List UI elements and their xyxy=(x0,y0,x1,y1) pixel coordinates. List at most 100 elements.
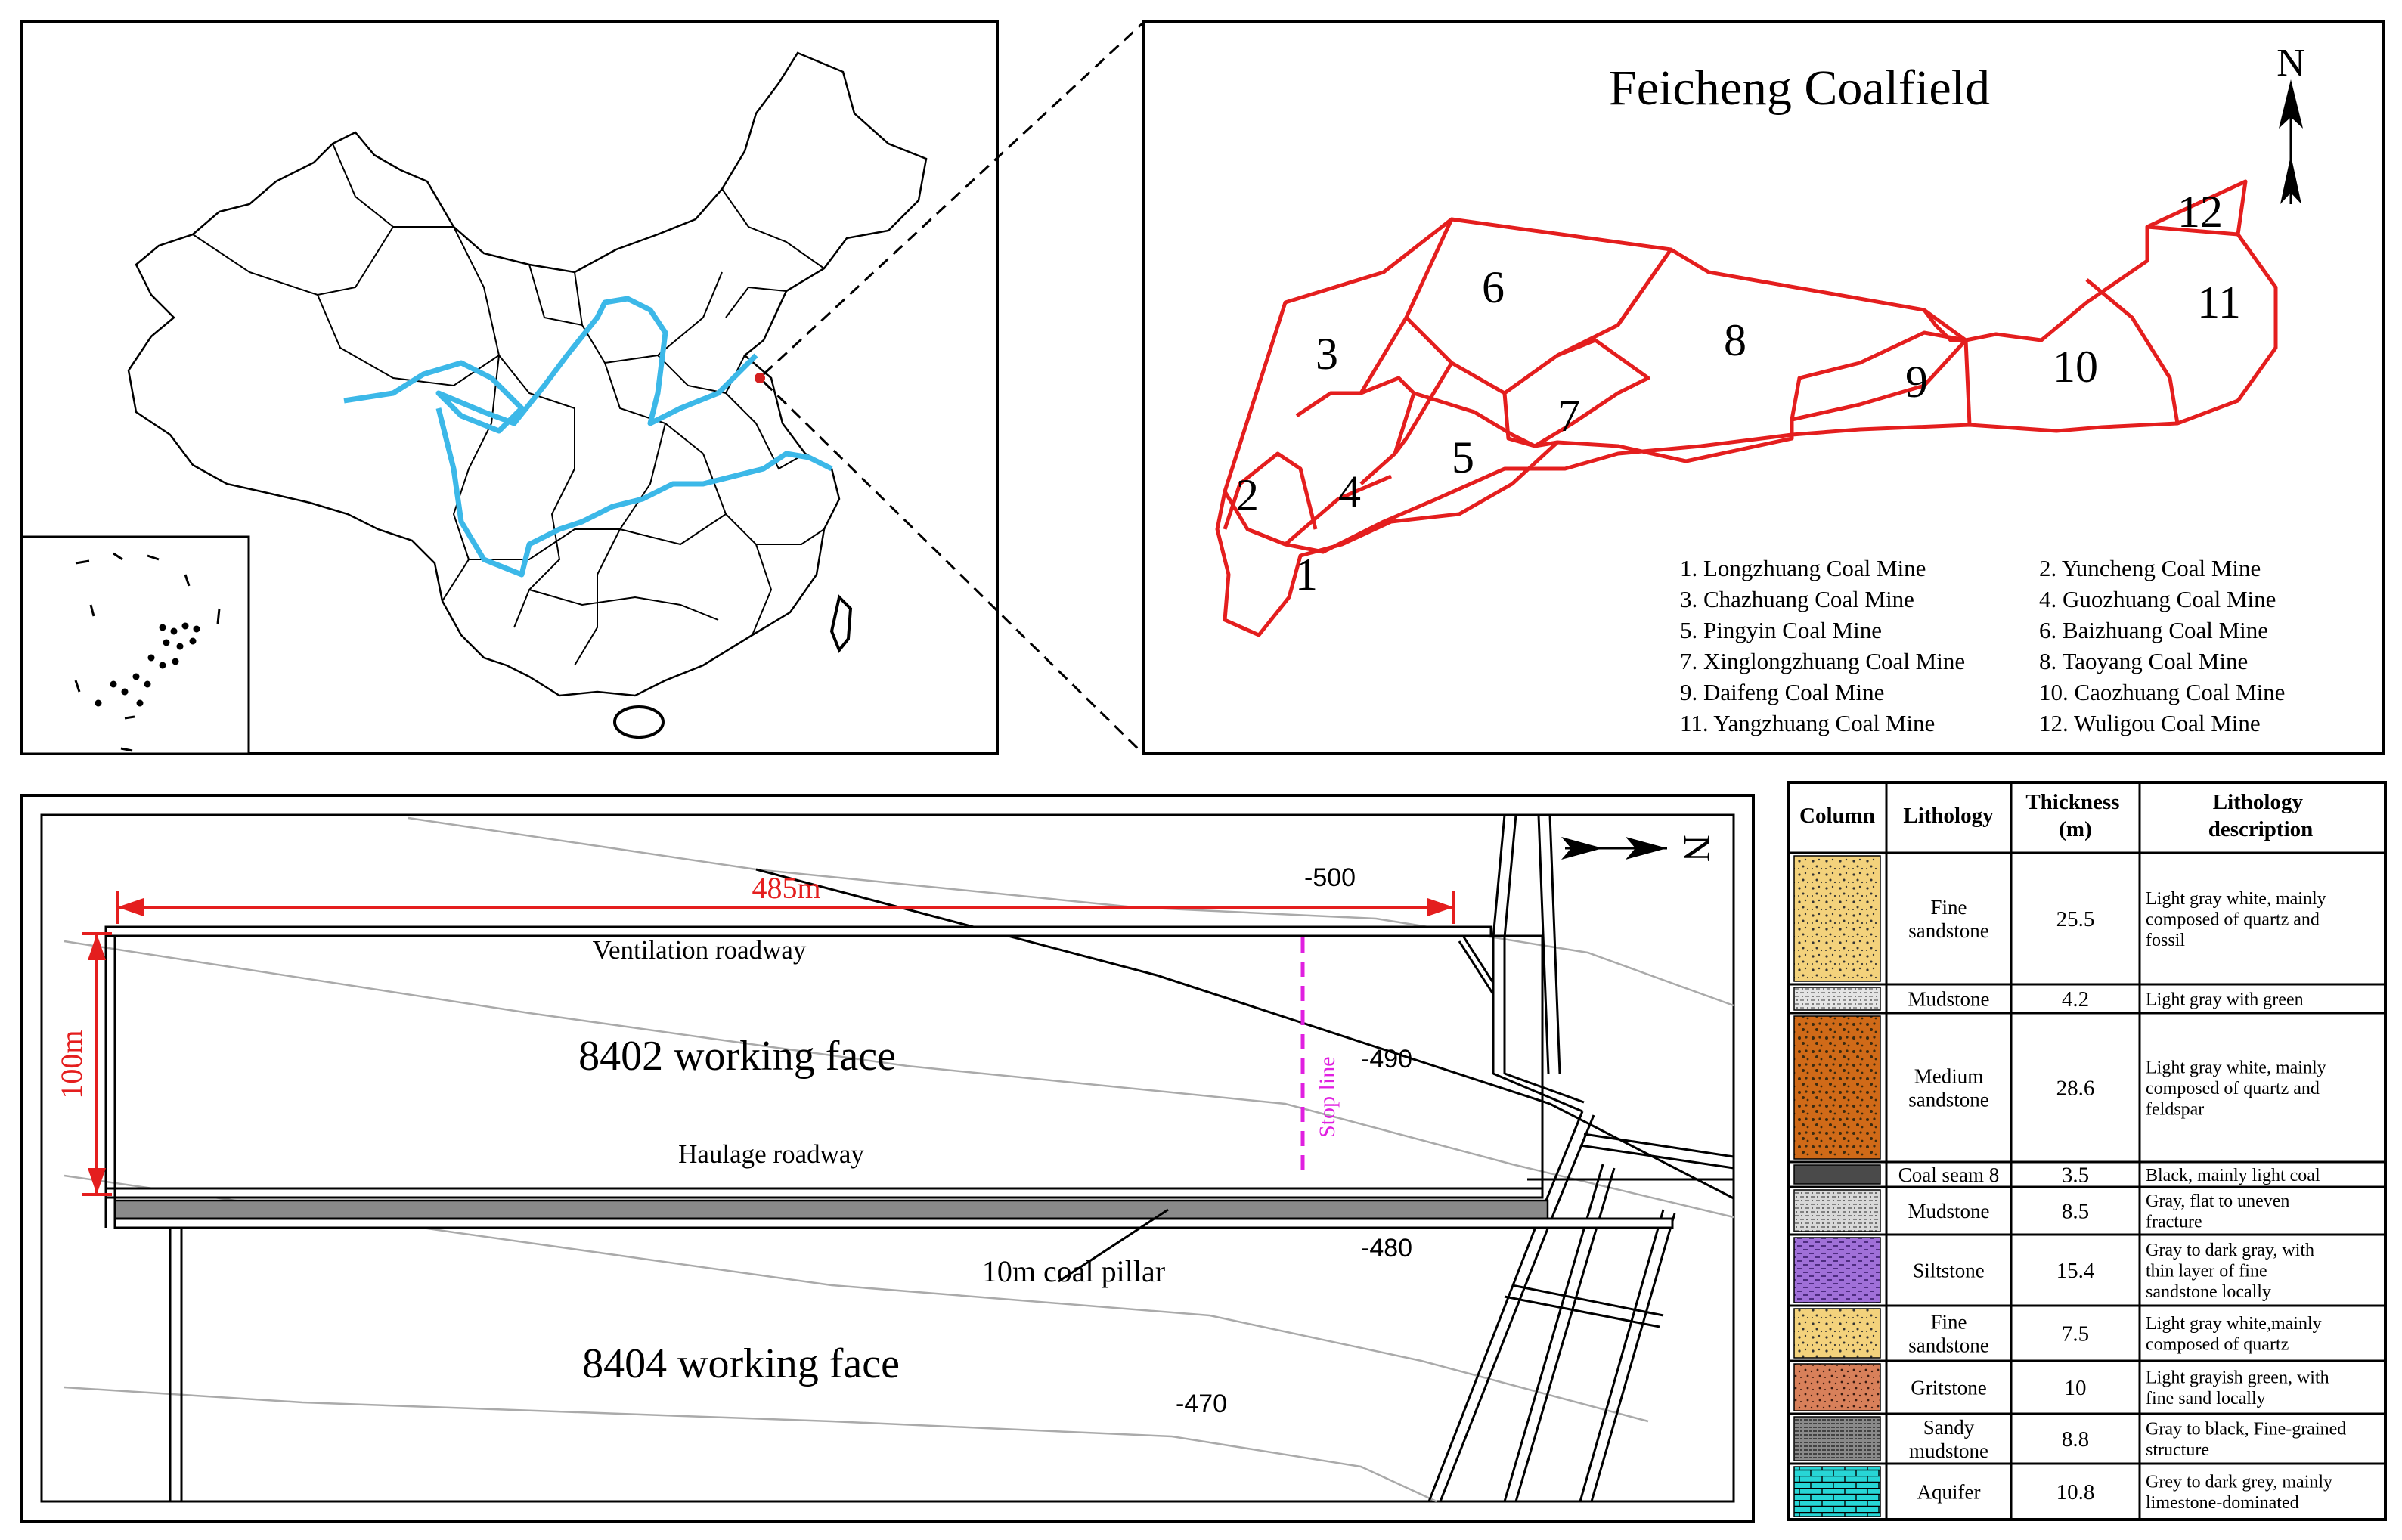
legend-item: 10. Caozhuang Coal Mine xyxy=(2039,679,2285,705)
legend-item: 5. Pingyin Coal Mine xyxy=(1680,617,1882,643)
strata-description: Light gray with green xyxy=(2146,990,2304,1009)
coal-pillar xyxy=(113,1199,1549,1222)
strata-lithology: Coal seam 8 xyxy=(1898,1164,1999,1186)
contour-labels: -500 -490 -480 -470 xyxy=(1176,863,1412,1418)
mine-number-12: 12 xyxy=(2177,187,2223,237)
coalfield-north-arrow: N xyxy=(2276,42,2305,204)
working-face-north-label: N xyxy=(1676,835,1719,862)
mine-number-11: 11 xyxy=(2197,277,2241,327)
mine-number-2: 2 xyxy=(1236,470,1259,520)
coal-pillar-leader xyxy=(1058,1208,1169,1283)
width-label: 100m xyxy=(54,1030,88,1098)
south-china-sea-inset xyxy=(20,535,250,755)
strata-grid xyxy=(1788,782,2385,1521)
contour-label-480: -480 xyxy=(1361,1234,1412,1263)
coal-pillar-label: 10m coal pillar xyxy=(982,1254,1165,1288)
north-arrow-icon xyxy=(2279,79,2303,129)
working-face-frame-inner xyxy=(40,813,1735,1503)
working-face-panel: -500 -490 -480 -470 xyxy=(20,794,1755,1523)
strata-thickness: 28.6 xyxy=(2056,1077,2095,1101)
roadway-network xyxy=(1427,814,1734,1502)
mine-legend: 1. Longzhuang Coal Mine 2. Yuncheng Coal… xyxy=(1680,555,2285,736)
length-label: 485m xyxy=(752,871,820,905)
callout-line-bottom xyxy=(762,380,1145,755)
strata-thickness: 25.5 xyxy=(2056,907,2095,931)
strata-table: Column Lithology Thickness (m) Lithology… xyxy=(1787,781,2387,1521)
mine-number-7: 7 xyxy=(1557,391,1580,441)
working-face-north-arrow: N xyxy=(1561,835,1719,862)
strata-table-header: Column Lithology Thickness (m) Lithology… xyxy=(1799,790,2313,841)
legend-item: 2. Yuncheng Coal Mine xyxy=(2039,555,2261,581)
strata-column-swatch xyxy=(1793,1466,1881,1517)
strata-column-swatch xyxy=(1793,1015,1881,1160)
mine-number-3: 3 xyxy=(1316,329,1338,379)
mine-number-1: 1 xyxy=(1295,550,1318,600)
legend-item: 11. Yangzhuang Coal Mine xyxy=(1680,710,1935,736)
working-face-frame-outer xyxy=(20,794,1755,1523)
strata-lithology: Siltstone xyxy=(1913,1259,1985,1281)
strata-lithology: Mudstone xyxy=(1908,987,1990,1010)
header-lithology: Lithology xyxy=(1903,804,1994,828)
haulage-roadway-label: Haulage roadway xyxy=(678,1139,864,1169)
coalfield-frame xyxy=(1142,20,2385,755)
length-dimension xyxy=(116,891,1455,924)
contour-label-470: -470 xyxy=(1176,1390,1227,1418)
contour-label-500: -500 xyxy=(1304,863,1356,892)
strata-lithology: Gritstone xyxy=(1911,1376,1987,1399)
legend-item: 12. Wuligou Coal Mine xyxy=(2039,710,2261,736)
legend-item: 6. Baizhuang Coal Mine xyxy=(2039,617,2268,643)
strata-column-swatch xyxy=(1793,855,1881,982)
working-face-8402-label: 8402 working face xyxy=(578,1033,896,1080)
strata-column-swatch xyxy=(1793,1416,1881,1461)
strata-thickness: 10 xyxy=(2065,1376,2087,1400)
legend-item: 8. Taoyang Coal Mine xyxy=(2039,648,2248,674)
contour-label-490: -490 xyxy=(1361,1045,1412,1074)
province-borders xyxy=(192,143,825,666)
header-description: Lithology description xyxy=(2208,790,2314,841)
strata-column-swatch xyxy=(1793,1237,1881,1303)
stop-line-label: Stop line xyxy=(1315,1056,1340,1138)
callout-line-top xyxy=(762,21,1145,376)
adjacent-roadway xyxy=(113,1217,1674,1229)
strata-thickness: 8.8 xyxy=(2062,1427,2089,1452)
strata-lithology: Aquifer xyxy=(1917,1480,1981,1503)
geological-fault-line xyxy=(755,868,1734,1200)
yellow-river xyxy=(343,296,758,434)
strata-table-frame xyxy=(1787,781,2387,1521)
coalfield-title: Feicheng Coalfield xyxy=(1609,60,1990,116)
strata-thickness: 3.5 xyxy=(2062,1164,2089,1188)
legend-item: 1. Longzhuang Coal Mine xyxy=(1680,555,1926,581)
strata-thickness: 15.4 xyxy=(2056,1259,2095,1283)
width-dimension xyxy=(82,932,112,1196)
mine-number-5: 5 xyxy=(1452,432,1474,482)
strata-thickness: 8.5 xyxy=(2062,1200,2089,1224)
legend-item: 3. Chazhuang Coal Mine xyxy=(1680,586,1914,612)
strata-description: Black, mainly light coal xyxy=(2146,1166,2320,1185)
yangtze-river xyxy=(435,407,833,578)
mine-number-4: 4 xyxy=(1338,466,1361,516)
strata-thickness: 7.5 xyxy=(2062,1322,2089,1346)
mine-number-8: 8 xyxy=(1724,315,1746,365)
china-map-panel xyxy=(20,20,1145,755)
strata-column-swatch xyxy=(1793,1189,1881,1232)
strata-column-swatch xyxy=(1793,987,1881,1011)
working-face-8404-label: 8404 working face xyxy=(582,1340,900,1387)
feicheng-location-marker xyxy=(755,373,765,383)
strata-column-swatch xyxy=(1793,1308,1881,1359)
mine-boundaries xyxy=(1215,179,2278,637)
strata-lithology: Mudstone xyxy=(1908,1200,1990,1222)
header-thickness: Thickness (m) xyxy=(2025,790,2125,841)
